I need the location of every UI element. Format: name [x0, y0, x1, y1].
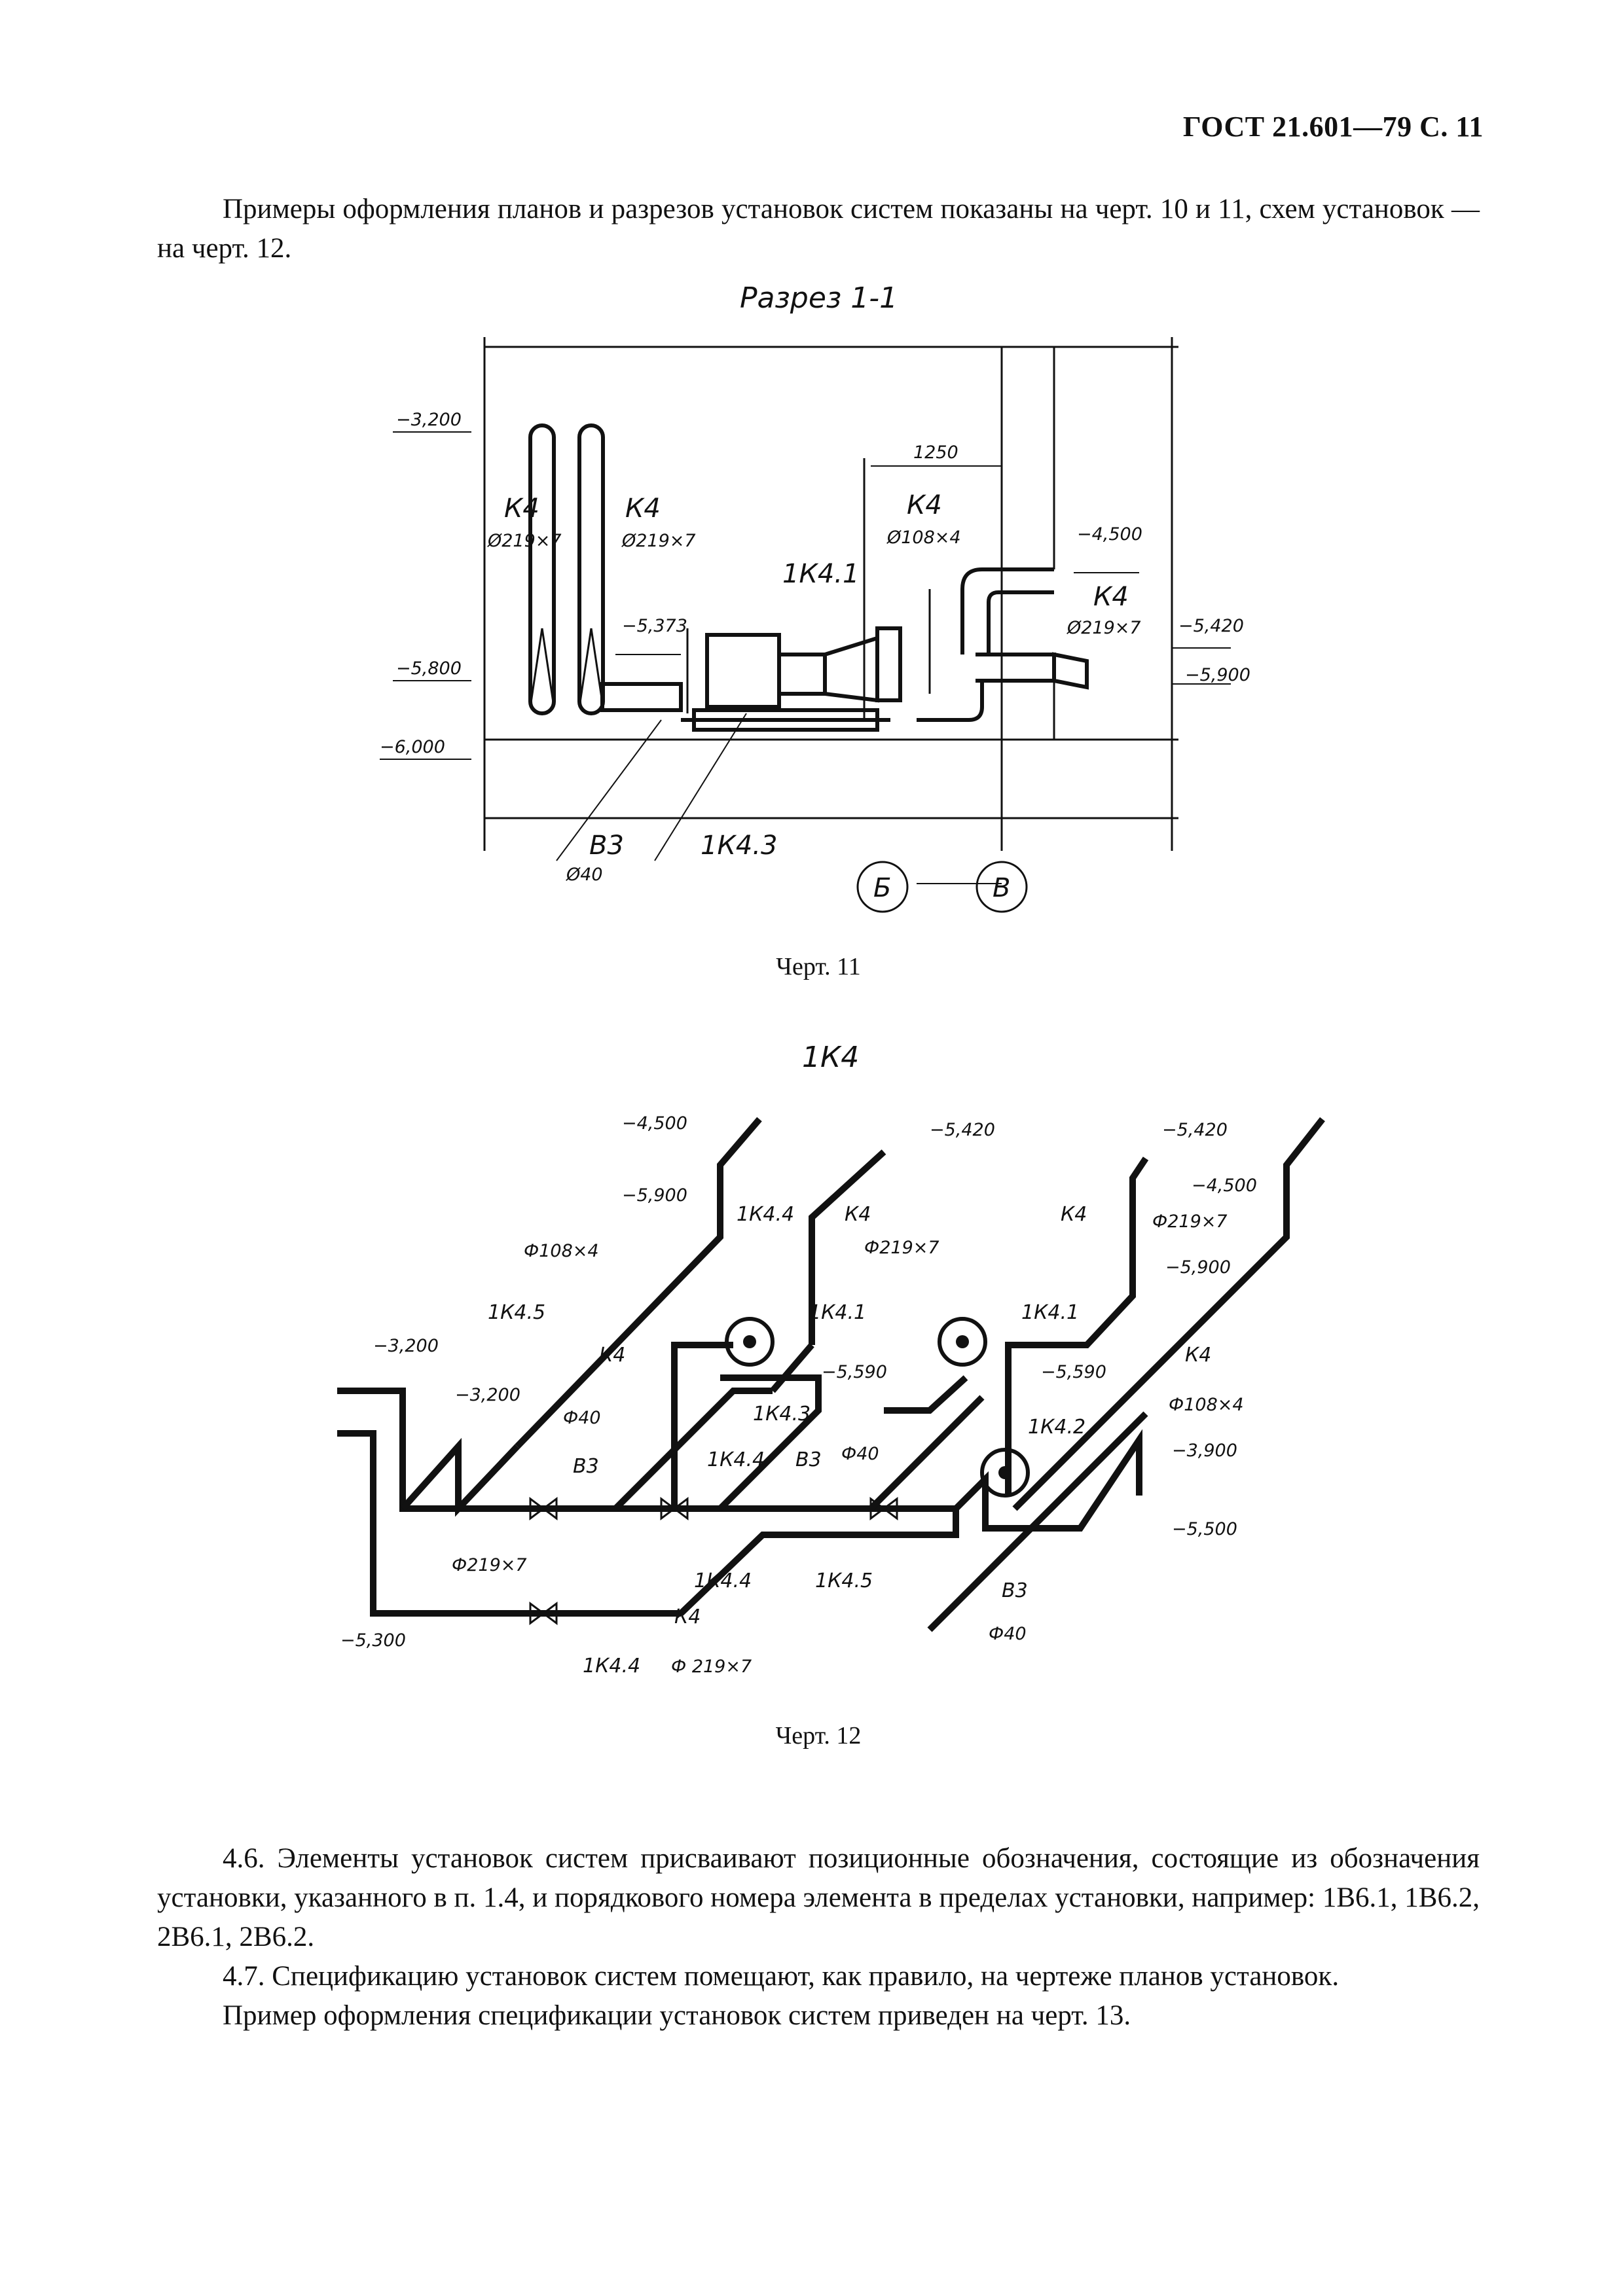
fig11-lvl-m4500: −4,500 — [1077, 524, 1142, 545]
fig12-k44-bottom: 1К4.4 — [583, 1655, 640, 1677]
fig12-d219-bottom: Ф 219×7 — [671, 1657, 752, 1677]
pump-dot-c — [998, 1466, 1012, 1479]
fig12-lvl-m5900-b: −5,900 — [1165, 1257, 1231, 1278]
fig11-k43: 1К4.3 — [701, 831, 777, 861]
figure-11-section: Разрез 1-1 — [380, 281, 1250, 913]
fig12-d40-b: Ф40 — [841, 1444, 879, 1464]
pump-dot-a — [743, 1335, 756, 1348]
fig12-lvl-m3200-a: −3,200 — [373, 1336, 439, 1356]
fig12-lvl-m3900: −3,900 — [1172, 1441, 1237, 1461]
fig12-caption: Черт. 12 — [775, 1722, 862, 1749]
pump-1k42 — [980, 1448, 1030, 1498]
fig12-k44-low: 1К4.4 — [694, 1570, 752, 1592]
fig12-lvl-m4500-b: −4,500 — [1192, 1175, 1257, 1196]
fig12-k44-mid: 1К4.4 — [707, 1448, 765, 1471]
fig11-k4-left-1: К4 — [504, 493, 539, 524]
fig11-k4-mid-dia: Ø108×4 — [886, 528, 961, 548]
fig11-axis-v: В — [993, 873, 1010, 903]
fig12-lvl-m5900-a: −5,900 — [622, 1185, 687, 1206]
fig12-lvl-m5500: −5,500 — [1172, 1519, 1237, 1539]
fig12-k45-left: 1К4.5 — [488, 1301, 545, 1324]
fig11-k4-mid: К4 — [907, 490, 942, 520]
paragraph-4-7: 4.7. Спецификацию установок систем помещ… — [223, 1961, 1340, 1992]
fig12-k41-a: 1К4.1 — [809, 1301, 866, 1324]
fig11-frame — [483, 337, 1178, 851]
fig12-d40-a: Ф40 — [563, 1408, 601, 1428]
fig11-caption: Черт. 11 — [776, 953, 861, 980]
fig12-d219-a: Ф219×7 — [864, 1238, 939, 1258]
fig12-pipes — [337, 1117, 1325, 1632]
fig12-lvl-m5590-b: −5,590 — [1041, 1362, 1106, 1382]
axis-v-bubble — [976, 861, 1028, 913]
fig12-lvl-m5300: −5,300 — [340, 1630, 406, 1651]
page-header: ГОСТ 21.601—79 С. 11 — [1182, 111, 1484, 143]
fig12-k4-a: К4 — [599, 1344, 625, 1367]
fig12-k45-low: 1К4.5 — [815, 1570, 873, 1592]
fig11-dimensions — [380, 431, 1231, 884]
fig11-lvl-m5373: −5,373 — [622, 616, 687, 636]
fig12-d108-a: Ф108×4 — [524, 1241, 599, 1261]
pump-1k41-b — [938, 1317, 987, 1367]
fig12-valves — [529, 1497, 898, 1625]
fig12-lvl-m3200-b: −3,200 — [455, 1385, 520, 1405]
fig12-lvl-m5420-a: −5,420 — [930, 1120, 995, 1140]
fig11-right-pipe — [917, 567, 1089, 722]
fig12-d40-c: Ф40 — [989, 1624, 1027, 1644]
fig11-k4-right: К4 — [1093, 582, 1129, 612]
fig11-dim-1250: 1250 — [913, 442, 958, 463]
fig12-title: 1К4 — [802, 1041, 859, 1074]
fig12-d219-c: Ф219×7 — [452, 1555, 527, 1575]
fig12-v3-b: В3 — [795, 1448, 822, 1471]
fig12-k41-b: 1К4.1 — [1021, 1301, 1079, 1324]
fig12-k43: 1К4.3 — [753, 1403, 811, 1426]
fig12-v3-c: В3 — [1002, 1579, 1028, 1602]
paragraph-4-6: 4.6. Элементы установок систем присваива… — [157, 1843, 1480, 1952]
paragraph-4-7b: Пример оформления спецификации установок… — [223, 2000, 1131, 2031]
fig12-d108-b: Ф108×4 — [1169, 1395, 1244, 1415]
fig11-title: Разрез 1-1 — [740, 281, 898, 315]
fig11-lvl-m5420: −5,420 — [1178, 616, 1244, 636]
fig12-k4-top-b: К4 — [1061, 1203, 1087, 1226]
fig11-lvl-m5900: −5,900 — [1185, 665, 1250, 685]
fig11-k4-left-1-dia: Ø219×7 — [487, 531, 562, 551]
axis-b-bubble — [856, 861, 909, 913]
fig12-k4-bottom: К4 — [674, 1605, 701, 1628]
fig11-v3-dia: Ø40 — [566, 865, 603, 885]
fig12-lvl-m5590-a: −5,590 — [822, 1362, 887, 1382]
figure-12-schematic: 1К4 −4,500 −5,900 −5,420 −5,420 −4,500 −… — [337, 1041, 1325, 1677]
fig11-lvl-m6000: −6,000 — [380, 737, 445, 757]
pump-dot-b — [956, 1335, 969, 1348]
fig12-k4-top-a: К4 — [845, 1203, 871, 1226]
fig11-v3: В3 — [589, 831, 624, 861]
fig12-lvl-m4500-a: −4,500 — [622, 1113, 687, 1134]
fig12-v3-a: В3 — [573, 1455, 599, 1478]
fig11-k4-left-2: К4 — [625, 493, 661, 524]
fig12-k42: 1К4.2 — [1028, 1416, 1085, 1439]
fig11-lvl-m3200: −3,200 — [396, 410, 462, 430]
pump-1k41-a — [725, 1317, 775, 1367]
fig12-k4-b: К4 — [1185, 1344, 1211, 1367]
fig11-vertical-pipes — [528, 423, 605, 715]
fig11-k4-right-dia: Ø219×7 — [1067, 618, 1141, 638]
fig11-pump-label: 1К4.1 — [782, 559, 859, 589]
fig12-k44-top: 1К4.4 — [737, 1203, 794, 1226]
fig11-lvl-m5800: −5,800 — [396, 658, 462, 679]
fig12-d219-b: Ф219×7 — [1152, 1211, 1228, 1232]
fig12-lvl-m5420-b: −5,420 — [1162, 1120, 1228, 1140]
fig11-pump-assembly — [600, 589, 931, 732]
intro-paragraph: Примеры оформления планов и разрезов уст… — [157, 194, 1480, 264]
fig11-k4-left-2-dia: Ø219×7 — [621, 531, 696, 551]
fig11-axis-b: Б — [873, 873, 891, 903]
